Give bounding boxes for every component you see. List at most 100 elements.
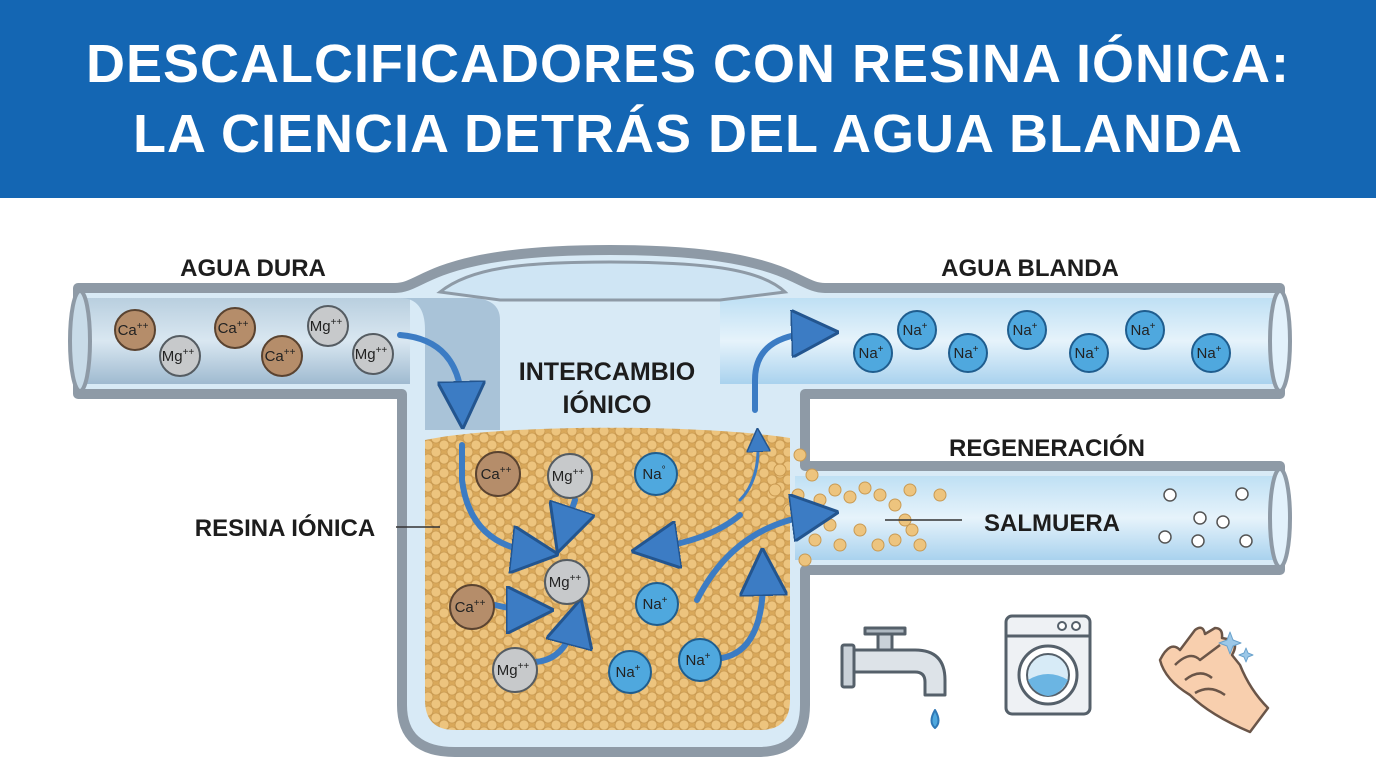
ion-charge: ++ [376, 345, 388, 356]
sodium-ion [635, 582, 679, 626]
calcium-ion [114, 309, 156, 351]
ion-charge: + [635, 663, 641, 674]
ion-charge: + [662, 595, 668, 606]
ion-charge: ++ [237, 319, 249, 330]
ion-label: Mg++ [162, 347, 195, 365]
resin-bead [913, 538, 927, 552]
ion-label: Na° [642, 465, 665, 483]
calcium-ion [475, 451, 521, 497]
sodium-ion [1125, 310, 1165, 350]
ion-symbol: Na [1130, 322, 1150, 339]
ion-symbol: Ca [118, 322, 138, 339]
ion-charge: ++ [500, 465, 512, 476]
ion-symbol: Mg [355, 346, 376, 363]
calcium-ion [261, 335, 303, 377]
sodium-ion [1191, 333, 1231, 373]
ion-symbol: Mg [310, 318, 331, 335]
title-line-2: LA CIENCIA DETRÁS DEL AGUA BLANDA [133, 104, 1243, 164]
resin-bead [823, 518, 837, 532]
ion-charge: + [1150, 321, 1156, 332]
ion-charge: ++ [573, 467, 585, 478]
ion-label: Na+ [953, 344, 978, 362]
arrow-mg-down [565, 497, 575, 530]
title-banner: DESCALCIFICADORES CON RESINA IÓNICA: LA … [0, 0, 1376, 198]
ion-charge: ++ [137, 321, 149, 332]
ion-label: Ca++ [118, 321, 149, 339]
arrow-thin-up [738, 440, 758, 502]
brine-bubble [1163, 488, 1177, 502]
ion-symbol: Na [953, 345, 973, 362]
ion-symbol: Mg [162, 348, 183, 365]
sodium-ion [897, 310, 937, 350]
ion-symbol: Ca [265, 348, 285, 365]
ion-label: Na+ [902, 321, 927, 339]
sodium-ion [1069, 333, 1109, 373]
sodium-ion [678, 638, 722, 682]
arrow-na-out [694, 515, 815, 603]
ion-charge: + [878, 344, 884, 355]
brine-bubble [1235, 487, 1249, 501]
arrow-down-resin [459, 442, 535, 552]
label-resin: RESINA IÓNICA [195, 514, 375, 542]
resin-bead [903, 483, 917, 497]
sodium-ion [608, 650, 652, 694]
ion-label: Mg++ [355, 345, 388, 363]
resin-bead [871, 538, 885, 552]
label-regeneration: REGENERACIÓN [949, 434, 1145, 462]
ions: Ca++Mg++Ca++Ca++Mg++Mg++Na+Na+Na+Na+Na+N… [114, 305, 1231, 694]
magnesium-ion [159, 335, 201, 377]
magnesium-ion [352, 333, 394, 375]
clean-hands-icon [1158, 626, 1270, 734]
ion-label: Ca++ [455, 598, 486, 616]
sodium-ion [853, 333, 893, 373]
ion-symbol: Na [1196, 345, 1216, 362]
ion-charge: ++ [518, 661, 530, 672]
ion-symbol: Na [642, 466, 662, 483]
magnesium-ion [492, 647, 538, 693]
ion-symbol: Na [1012, 322, 1032, 339]
ion-label: Mg++ [497, 661, 530, 679]
resin-bead [805, 468, 819, 482]
faucet-icon [840, 626, 947, 729]
ion-label: Ca++ [481, 465, 512, 483]
resin-bead [905, 523, 919, 537]
ion-symbol: Na [685, 652, 705, 669]
ion-symbol: Na [858, 345, 878, 362]
magnesium-ion [547, 453, 593, 499]
ion-charge: ° [662, 465, 666, 476]
ion-charge: + [1094, 344, 1100, 355]
ion-label: Na+ [615, 663, 640, 681]
ion-label: Mg++ [310, 317, 343, 335]
label-hard-water: AGUA DURA [180, 255, 326, 282]
ion-label: Na+ [1196, 344, 1221, 362]
ion-symbol: Ca [481, 466, 501, 483]
resin-bead [933, 488, 947, 502]
arrow-up-exit [752, 333, 815, 413]
ion-symbol: Na [1074, 345, 1094, 362]
ion-label: Na+ [1074, 344, 1099, 362]
ion-charge: + [1216, 344, 1222, 355]
label-ion-exchange-2: IÓNICO [563, 389, 652, 419]
sodium-ion [1007, 310, 1047, 350]
arrow-mg-up [532, 622, 575, 665]
brine-bubble [1239, 534, 1253, 548]
calcium-ion [214, 307, 256, 349]
resin-bead [798, 553, 812, 567]
brine-bubble [1191, 534, 1205, 548]
ion-symbol: Na [902, 322, 922, 339]
ion-charge: + [973, 344, 979, 355]
ion-symbol: Na [642, 596, 662, 613]
ion-label: Na+ [1012, 321, 1037, 339]
arrow-ca-right [492, 605, 530, 610]
arrow-na-in [655, 512, 743, 548]
resin-bead [793, 448, 807, 462]
ion-charge: ++ [183, 347, 195, 358]
ion-charge: ++ [284, 347, 296, 358]
brine-bubble [1158, 530, 1172, 544]
resin-bead [791, 488, 805, 502]
ion-symbol: Mg [549, 574, 570, 591]
resin-bead [783, 503, 797, 517]
ion-symbol: Na [615, 664, 635, 681]
magnesium-ion [307, 305, 349, 347]
